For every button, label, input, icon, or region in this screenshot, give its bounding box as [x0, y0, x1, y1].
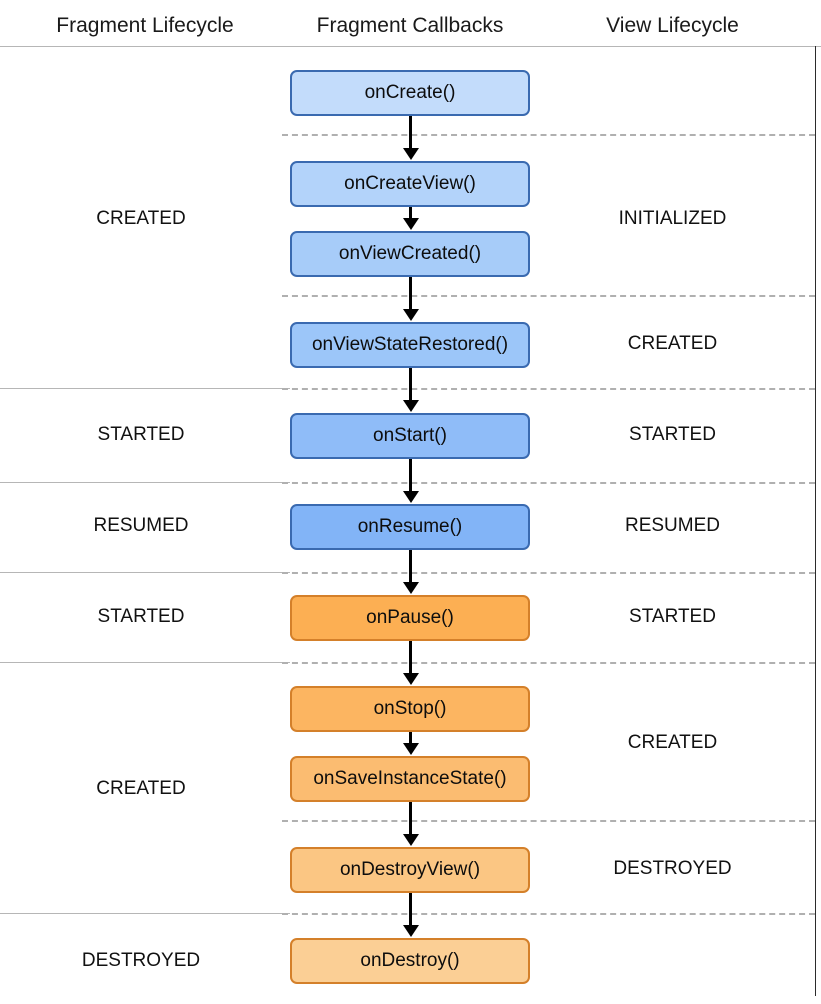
fragment-state-4: CREATED [96, 778, 186, 799]
arrow-6 [402, 641, 419, 685]
right-frame-line [815, 46, 817, 996]
fragment-state-0: CREATED [96, 208, 186, 229]
view-separator-6 [282, 820, 815, 822]
fragment-state-2: RESUMED [93, 515, 189, 536]
view-state-4: STARTED [629, 606, 716, 627]
callback-box-onstop[interactable]: onStop() [290, 686, 530, 732]
callback-box-oncreate[interactable]: onCreate() [290, 70, 530, 116]
callback-box-ondestroy[interactable]: onDestroy() [290, 938, 530, 984]
view-separator-1 [282, 295, 815, 297]
header-divider [0, 46, 821, 47]
callback-box-onstart[interactable]: onStart() [290, 413, 530, 459]
fragment-separator-4 [0, 913, 290, 914]
arrow-7 [402, 732, 419, 755]
arrow-4 [402, 459, 419, 503]
callback-box-onsaveinstancestate[interactable]: onSaveInstanceState() [290, 756, 530, 802]
fragment-separator-0 [0, 388, 290, 389]
view-separator-7 [282, 913, 815, 915]
fragment-separator-2 [0, 572, 290, 573]
view-separator-0 [282, 134, 815, 136]
fragment-state-3: STARTED [97, 606, 185, 627]
view-separator-4 [282, 572, 815, 574]
arrow-5 [402, 550, 419, 594]
fragment-state-5: DESTROYED [81, 950, 201, 971]
view-state-1: CREATED [627, 333, 718, 354]
arrow-8 [402, 802, 419, 846]
callback-box-ondestroyview[interactable]: onDestroyView() [290, 847, 530, 893]
arrow-0 [402, 116, 419, 160]
column-header-fragment-lifecycle: Fragment Lifecycle [56, 14, 234, 37]
column-header-view-lifecycle: View Lifecycle [606, 14, 739, 37]
view-state-5: CREATED [627, 732, 718, 753]
fragment-separator-1 [0, 482, 290, 483]
view-separator-3 [282, 482, 815, 484]
fragment-state-1: STARTED [97, 424, 185, 445]
callback-box-onpause[interactable]: onPause() [290, 595, 530, 641]
column-header-fragment-callbacks: Fragment Callbacks [316, 14, 504, 37]
view-separator-2 [282, 388, 815, 390]
arrow-3 [402, 368, 419, 412]
view-state-2: STARTED [629, 424, 716, 445]
callback-box-onviewstaterestored[interactable]: onViewStateRestored() [290, 322, 530, 368]
view-state-3: RESUMED [624, 515, 720, 536]
arrow-2 [402, 277, 419, 321]
arrow-1 [402, 207, 419, 230]
callback-box-onviewcreated[interactable]: onViewCreated() [290, 231, 530, 277]
callback-box-oncreateview[interactable]: onCreateView() [290, 161, 530, 207]
arrow-9 [402, 893, 419, 937]
view-state-0: INITIALIZED [618, 208, 727, 229]
view-separator-5 [282, 662, 815, 664]
view-state-6: DESTROYED [613, 858, 732, 879]
fragment-separator-3 [0, 662, 290, 663]
callback-box-onresume[interactable]: onResume() [290, 504, 530, 550]
